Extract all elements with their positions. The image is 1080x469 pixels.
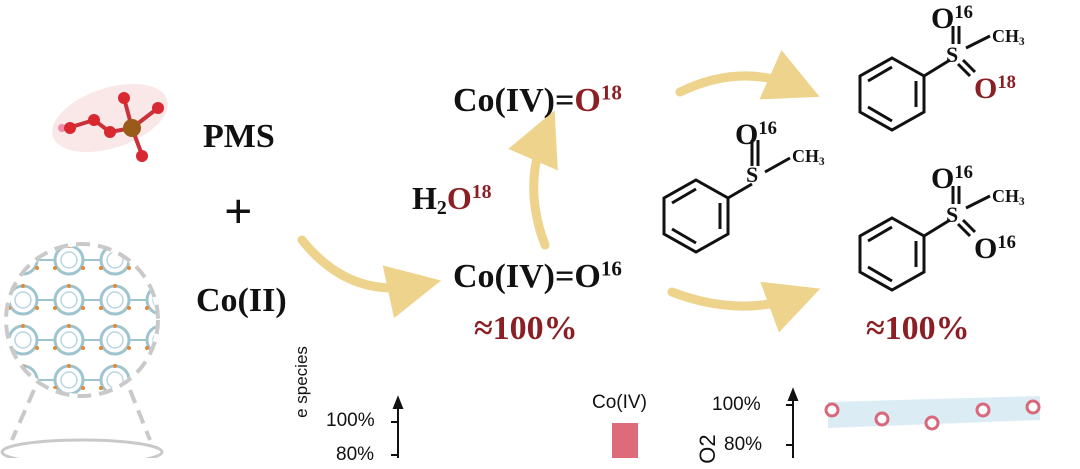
sulfoxide-methyl: CH3 <box>792 146 825 168</box>
right-chart-ylabel: O2 <box>695 434 720 464</box>
mof-framework-image <box>0 242 164 458</box>
sulfone-top-o-top: O16 <box>931 1 973 35</box>
sulfone-top-methyl: CH3 <box>992 26 1025 48</box>
marker-point <box>924 415 940 431</box>
marker-point <box>824 402 840 418</box>
left-chart-tick-80: 80% <box>336 444 375 465</box>
sulfoxide-sulfur: S <box>746 162 759 187</box>
marker-point <box>1025 399 1041 415</box>
left-chart-tick-100: 100% <box>326 410 375 431</box>
sulfone-top-o-bottom: O18 <box>974 71 1016 105</box>
co-iv-o18-label: Co(IV)=O18 <box>453 80 622 119</box>
pms-label: PMS <box>203 118 275 155</box>
o18-mass: 18 <box>600 80 622 105</box>
sulfoxide-oxygen: O16 <box>735 117 777 151</box>
sulfone-bottom-structure <box>858 186 991 292</box>
co-iv-o16-label: Co(IV)=O16 <box>453 256 622 295</box>
right-chart-tick-80: 80% <box>724 434 763 455</box>
marker-point <box>874 411 890 427</box>
bar-label: Co(IV) <box>592 392 647 413</box>
yield-right: ≈100% <box>866 310 970 347</box>
diagram-graphics <box>0 26 1041 458</box>
right-chart-markers <box>824 399 1041 431</box>
sulfone-bottom-o-bottom: O16 <box>974 231 1016 265</box>
sulfone-bottom-methyl: CH3 <box>992 186 1025 208</box>
sulfone-bottom-sulfur: S <box>946 202 959 227</box>
co-ii-label: Co(II) <box>196 282 287 319</box>
yield-left: ≈100% <box>474 310 578 347</box>
right-chart-tick-100: 100% <box>712 394 761 415</box>
o18-atom: O <box>574 82 601 119</box>
co-iv-bar <box>612 423 638 458</box>
arrow-to-sulfone-bottom <box>667 281 821 333</box>
plus-sign: + <box>224 183 253 239</box>
water-label: H2O18 <box>412 180 492 219</box>
arrow-to-sulfone-top <box>675 50 820 100</box>
arrow-to-co-o16 <box>297 235 442 319</box>
right-chart-axis <box>786 387 799 458</box>
sulfoxide-structure <box>662 140 791 254</box>
left-chart-axis <box>391 395 404 458</box>
sulfone-top-structure <box>858 26 991 132</box>
sulfone-top-sulfur: S <box>946 42 959 67</box>
pms-molecule <box>52 83 168 162</box>
left-chart-ylabel: e species <box>292 346 311 418</box>
marker-point <box>975 402 991 418</box>
sulfone-bottom-o-top: O16 <box>931 161 973 195</box>
arrow-up-exchange <box>508 110 558 250</box>
